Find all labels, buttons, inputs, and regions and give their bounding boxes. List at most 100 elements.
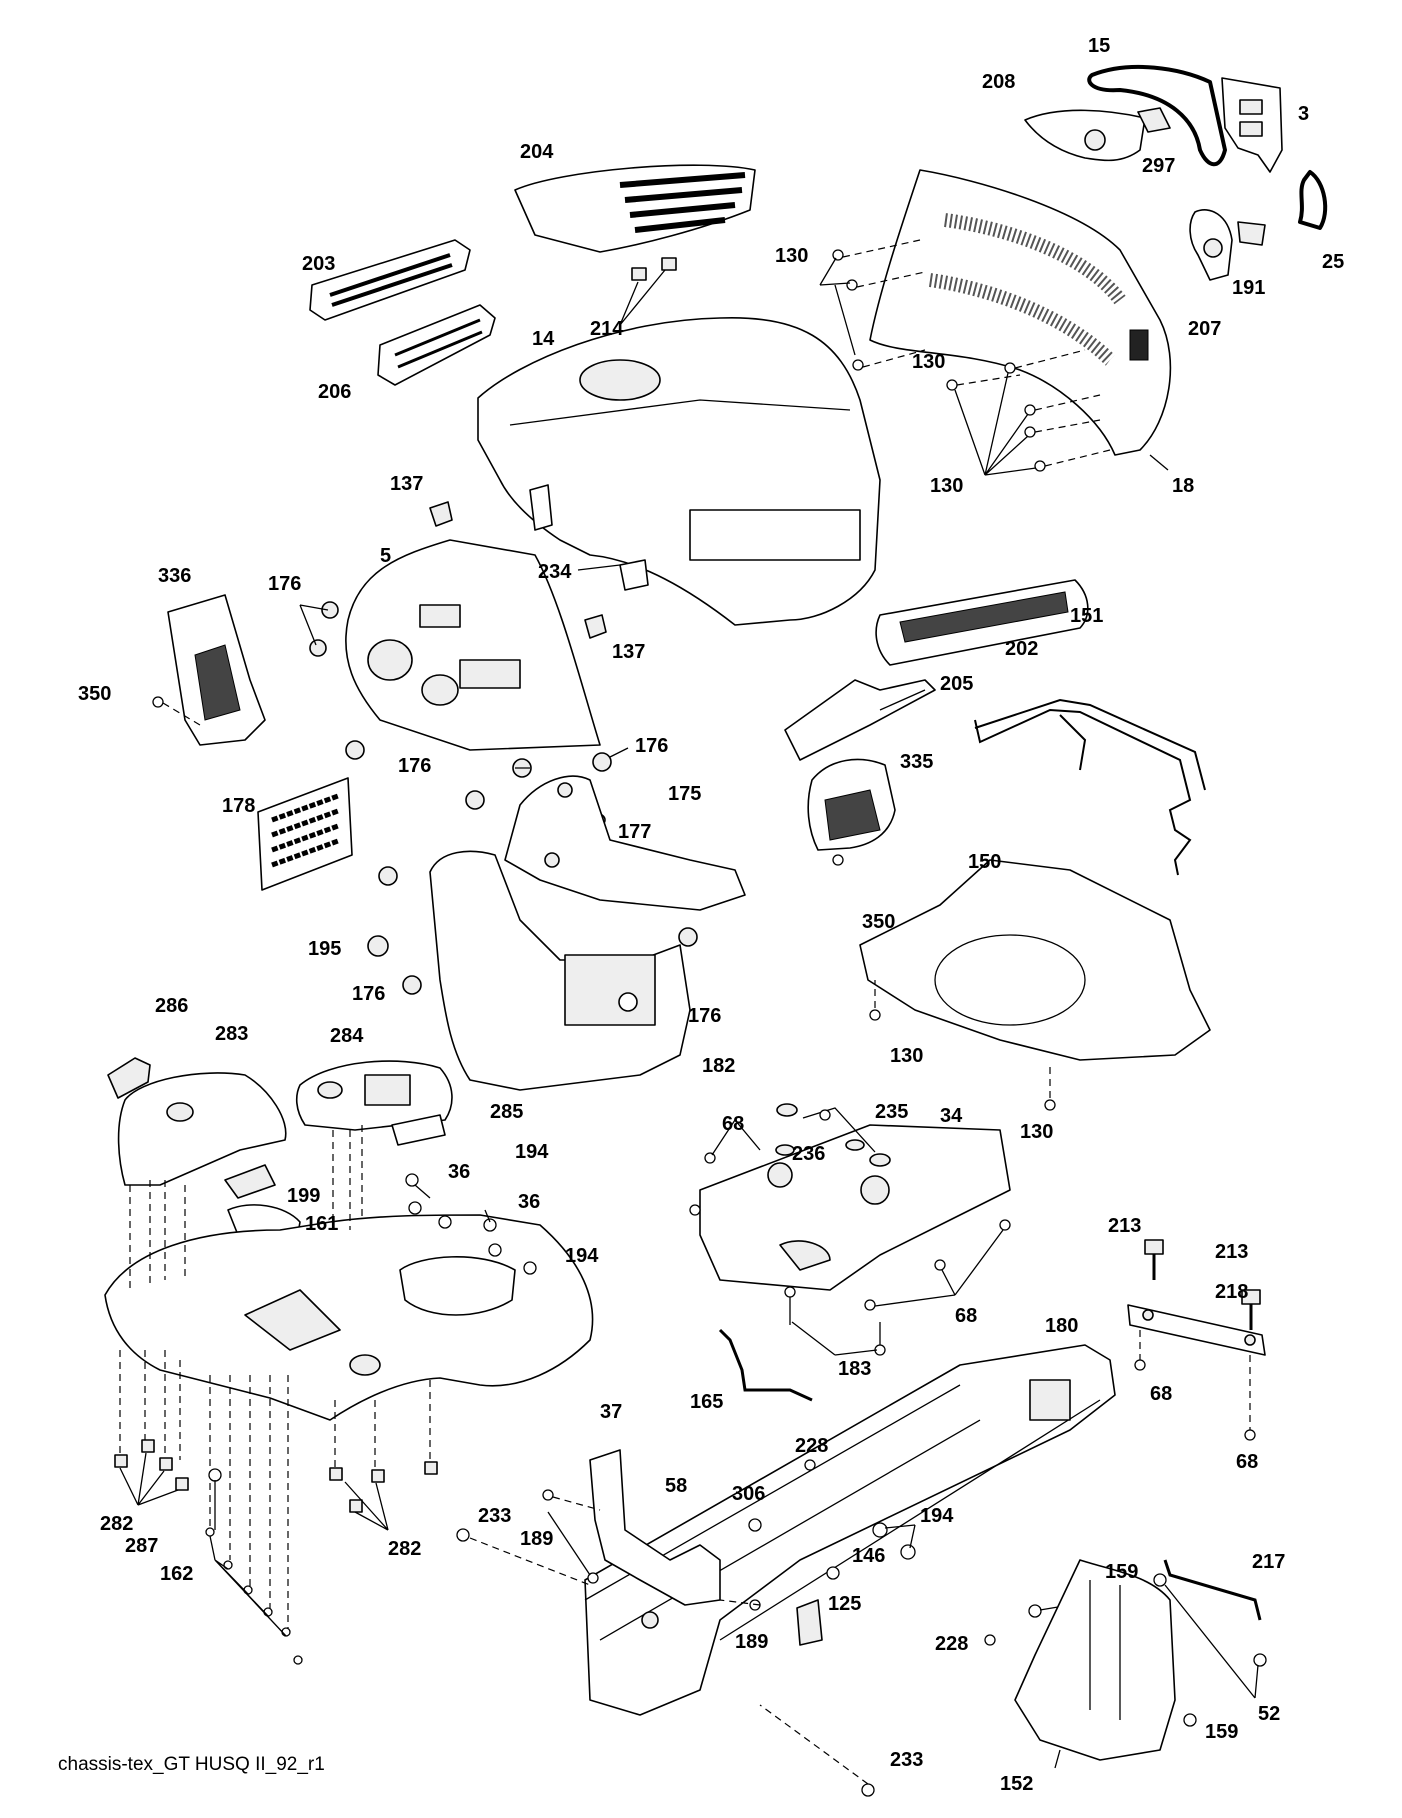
label-68-d: 68 (1236, 1451, 1258, 1473)
callout-labels: 15 208 3 297 25 191 207 204 203 214 14 2… (78, 35, 1344, 1795)
part-217-rod (1163, 1559, 1262, 1621)
label-159-b: 159 (1205, 1721, 1238, 1743)
label-150: 150 (968, 851, 1001, 873)
label-213-b: 213 (1215, 1241, 1248, 1263)
label-52: 52 (1258, 1703, 1280, 1725)
part-203-grille (309, 239, 471, 321)
part-214-clips (619, 257, 677, 326)
label-236: 236 (792, 1143, 825, 1165)
part-233-bolts (456, 1528, 875, 1797)
part-176-lower-grommets (378, 790, 698, 995)
part-18-front-bumper (869, 169, 1172, 456)
label-199: 199 (287, 1185, 320, 1207)
part-182-dash-housing (429, 850, 691, 1091)
label-5: 5 (380, 545, 391, 567)
part-152-guard (1014, 1559, 1176, 1769)
part-68-bolts-right (1134, 1330, 1256, 1441)
part-234-labels (529, 484, 649, 591)
label-137-a: 137 (390, 473, 423, 495)
label-146: 146 (852, 1545, 885, 1567)
label-306: 306 (732, 1483, 765, 1505)
label-287: 287 (125, 1535, 158, 1557)
label-152: 152 (1000, 1773, 1033, 1795)
part-15-seal (1087, 64, 1227, 167)
part-336-side-panel (167, 594, 266, 746)
label-36-b: 36 (518, 1191, 540, 1213)
part-159-bolts (1028, 1604, 1197, 1727)
label-175: 175 (668, 783, 701, 805)
label-350-b: 350 (862, 911, 895, 933)
label-203: 203 (302, 253, 335, 275)
label-204: 204 (520, 141, 554, 163)
part-284-cover (295, 1060, 453, 1131)
part-137-clip-lower (584, 614, 607, 639)
label-286: 286 (155, 995, 188, 1017)
label-130-a: 130 (775, 245, 808, 267)
label-228-a: 228 (795, 1435, 828, 1457)
part-14-hood (477, 316, 881, 626)
label-206: 206 (318, 381, 351, 403)
part-306-nut (748, 1518, 762, 1532)
label-195: 195 (308, 938, 341, 960)
part-175-console-bracket (504, 775, 746, 911)
part-137-clip-upper (429, 501, 453, 527)
label-18: 18 (1172, 475, 1194, 497)
part-150-floor-plate (859, 859, 1211, 1061)
diagram-caption: chassis-tex_GT HUSQ II_92_r1 (58, 1754, 325, 1775)
part-335-side-panel (807, 758, 896, 851)
label-189-a: 189 (520, 1528, 553, 1550)
label-194-c: 194 (920, 1505, 954, 1527)
label-202: 202 (1005, 638, 1038, 660)
part-162-screws (205, 1527, 303, 1665)
label-68-b: 68 (955, 1305, 977, 1327)
label-159-a: 159 (1105, 1561, 1138, 1583)
part-178-vent-plate (257, 777, 353, 891)
label-207: 207 (1188, 318, 1221, 340)
label-335: 335 (900, 751, 933, 773)
part-52-nuts (1153, 1573, 1267, 1699)
label-218: 218 (1215, 1281, 1248, 1303)
part-208-bracket (1024, 109, 1146, 162)
label-282-b: 282 (388, 1538, 421, 1560)
label-130-e: 130 (1020, 1121, 1053, 1143)
label-178: 178 (222, 795, 255, 817)
label-282-a: 282 (100, 1513, 133, 1535)
label-284: 284 (330, 1025, 364, 1047)
label-137-b: 137 (612, 641, 645, 663)
part-236-bushings (775, 1139, 865, 1156)
label-176-d: 176 (352, 983, 385, 1005)
label-194-b: 194 (565, 1245, 599, 1267)
part-287-bolt (208, 1468, 222, 1530)
label-283: 283 (215, 1023, 248, 1045)
part-205-trim (784, 679, 936, 761)
label-285: 285 (490, 1101, 523, 1123)
label-235: 235 (875, 1101, 908, 1123)
part-189-bolts (542, 1489, 761, 1611)
part-194-nuts-frame (872, 1522, 916, 1560)
label-191: 191 (1232, 277, 1265, 299)
label-194-a: 194 (515, 1141, 549, 1163)
part-68-bolts-plate (689, 1109, 1011, 1311)
label-34: 34 (940, 1105, 963, 1127)
part-207-housing (1189, 209, 1233, 281)
label-214: 214 (590, 318, 624, 340)
part-125-bracket (796, 1599, 823, 1646)
label-228-b: 228 (935, 1633, 968, 1655)
part-3-bracket (1221, 77, 1283, 173)
part-191-clip (1237, 221, 1266, 246)
label-162: 162 (160, 1563, 193, 1585)
label-234: 234 (538, 561, 572, 583)
part-350-screw-upper (152, 696, 201, 726)
part-228-pins (804, 1459, 996, 1646)
part-282-clips (114, 1439, 438, 1531)
label-336: 336 (158, 565, 191, 587)
part-350-screw-lower (832, 854, 844, 866)
part-146-bolt (826, 1566, 840, 1580)
part-34-seat-plate (699, 1124, 1011, 1291)
fasteners-130-upper (819, 239, 926, 371)
label-217: 217 (1252, 1551, 1285, 1573)
label-14: 14 (532, 328, 555, 350)
label-37: 37 (600, 1401, 622, 1423)
part-199-cover (224, 1164, 276, 1199)
part-202-grille (875, 579, 1089, 666)
